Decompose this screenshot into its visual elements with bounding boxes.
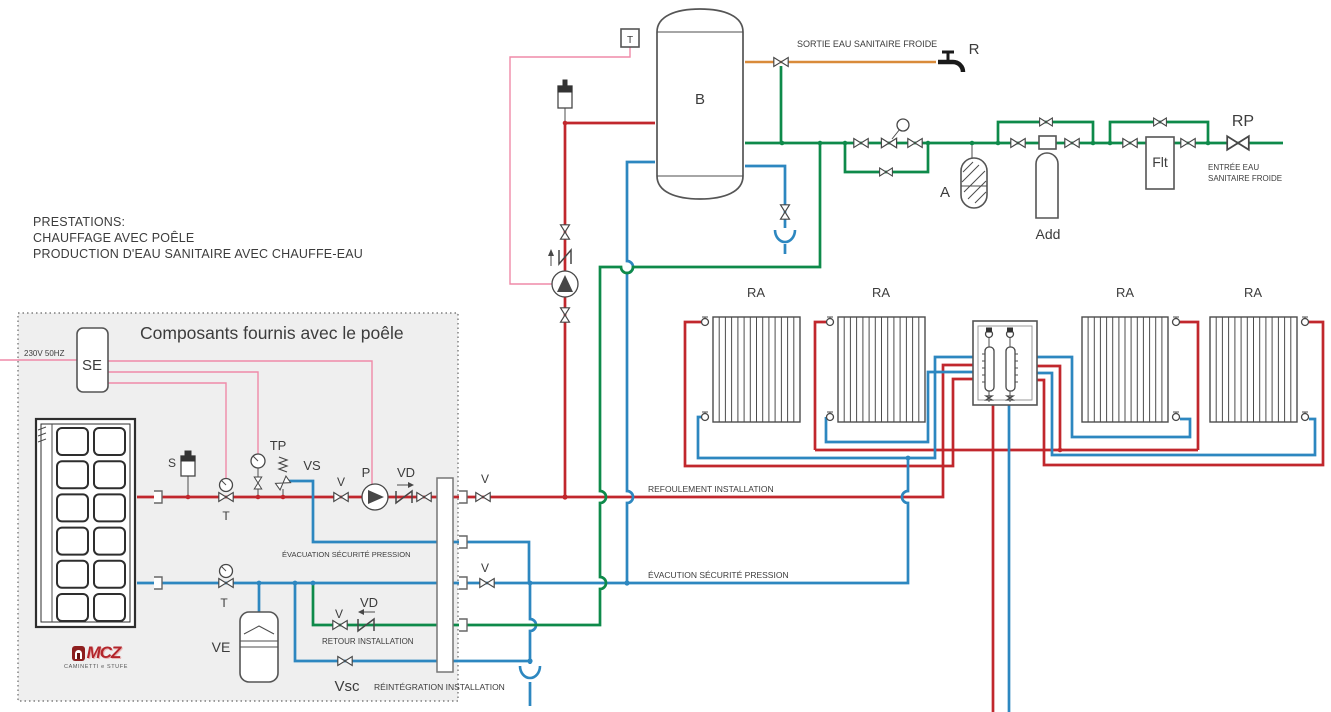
boiler-tank <box>656 8 744 200</box>
label-tp: TP <box>270 438 287 453</box>
probe-s-icon <box>180 450 196 497</box>
thermometer-valve-t-return <box>218 563 234 589</box>
pipes-red <box>137 121 1325 712</box>
label-sortie-eau: SORTIE EAU SANITAIRE FROIDE <box>797 39 937 49</box>
label-t-return: T <box>220 596 228 610</box>
radiator-valve-icon <box>1171 316 1181 327</box>
label-vd-supply: VD <box>397 465 415 480</box>
label-reintegration: RÉINTÉGRATION INSTALLATION <box>374 682 505 692</box>
boiler-charge-pump-icon <box>551 270 579 298</box>
label-add: Add <box>1036 226 1061 242</box>
pressure-reducer-rp-icon <box>1226 135 1250 151</box>
label-vd-retour: VD <box>360 595 378 610</box>
wall-passage <box>436 477 454 673</box>
label-v-wall-return: V <box>481 561 489 575</box>
manifold-cabinet <box>972 320 1038 406</box>
label-v-retour: V <box>335 607 343 621</box>
label-sensor-t-boiler: T <box>627 35 633 46</box>
prestations-line: CHAUFFAGE AVEC POÊLE <box>33 231 195 245</box>
label-tap-r: R <box>969 41 980 58</box>
boiler-temp-sensor <box>620 28 640 48</box>
label-boiler-b: B <box>695 91 705 108</box>
control-unit-se <box>76 327 109 393</box>
label-entree-eau-2: SANITAIRE FROIDE <box>1208 174 1282 183</box>
mcz-wordmark: MCZ <box>86 643 122 662</box>
tundish-funnel-icon <box>518 665 542 680</box>
label-ra-4: RA <box>1244 285 1262 300</box>
radiator-valve-icon <box>700 316 710 327</box>
radiator-valve-icon <box>1300 411 1310 422</box>
label-p: P <box>362 465 371 480</box>
thermometer-valve-t-supply <box>218 477 234 503</box>
prestations-text: PRESTATIONS: CHAUFFAGE AVEC POÊLE PRODUC… <box>33 214 363 262</box>
expansion-vessel-a-icon <box>960 145 988 209</box>
pellet-stove <box>34 417 137 629</box>
radiator-4 <box>1209 316 1310 423</box>
label-v-supply: V <box>337 475 345 489</box>
radiator-valve-icon <box>1171 411 1181 422</box>
label-flt: Flt <box>1152 154 1168 170</box>
radiator-valve-icon <box>825 316 835 327</box>
label-refoulement: REFOULEMENT INSTALLATION <box>648 484 774 494</box>
label-t-supply: T <box>222 509 230 523</box>
air-vent-icon <box>557 79 573 123</box>
check-valve-vd-supply-icon <box>395 482 414 505</box>
label-evacution-2: ÉVACUTION SÉCURITÉ PRESSION <box>648 570 789 580</box>
mcz-emblem-icon <box>71 645 85 661</box>
tap-r-icon <box>938 50 966 73</box>
label-entree-eau-1: ENTRÉE EAU <box>1208 163 1259 172</box>
supplied-box-title: Composants fournis avec le poêle <box>140 323 404 343</box>
label-ra-1: RA <box>747 285 765 300</box>
radiator-2 <box>825 316 926 423</box>
check-valve-vd-retour-icon <box>357 609 375 633</box>
radiator-valve-icon <box>825 411 835 422</box>
radiator-1 <box>700 316 801 423</box>
expansion-vessel-ve-icon <box>239 611 279 683</box>
check-valve-up-icon <box>548 247 572 267</box>
tundish-funnel-icon <box>773 229 797 244</box>
label-vessel-a: A <box>940 184 950 201</box>
pipes-blue <box>137 160 1317 712</box>
label-v-wall-supply: V <box>481 472 489 486</box>
label-power: 230V 50HZ <box>24 349 65 358</box>
thermo-gauge-tp-icon <box>250 453 266 497</box>
additive-doser-icon <box>1010 117 1080 219</box>
label-ra-2: RA <box>872 285 890 300</box>
label-ra-3: RA <box>1116 285 1134 300</box>
label-retour: RETOUR INSTALLATION <box>322 637 414 646</box>
mcz-tagline: CAMINETTI e STUFE <box>64 664 128 670</box>
label-rp: RP <box>1232 113 1254 130</box>
prestations-line: PRESTATIONS: <box>33 215 126 229</box>
prestations-line: PRODUCTION D'EAU SANITAIRE AVEC CHAUFFE-… <box>33 247 364 261</box>
diagram-labels: 230V 50HZ SE SORTIE EAU SANITAIRE FROIDE R B… <box>24 35 1282 695</box>
radiator-valve-icon <box>1300 316 1310 327</box>
label-evacuation-1: ÉVACUATION SÉCURITÉ PRESSION <box>282 550 411 559</box>
label-vs: VS <box>303 458 321 473</box>
electric-wires <box>0 47 631 484</box>
label-se: SE <box>82 357 102 374</box>
label-vsc: Vsc <box>334 678 360 695</box>
pump-p-icon <box>361 483 389 511</box>
mcz-logo: MCZ CAMINETTI e STUFE <box>46 643 146 670</box>
radiator-valve-icon <box>700 411 710 422</box>
junction-dots <box>185 120 1211 664</box>
label-ve: VE <box>212 639 231 655</box>
filter-flt-icon <box>1122 117 1196 190</box>
radiator-3 <box>1081 316 1181 423</box>
motorized-valve-icon <box>880 118 910 149</box>
label-s: S <box>168 456 176 470</box>
